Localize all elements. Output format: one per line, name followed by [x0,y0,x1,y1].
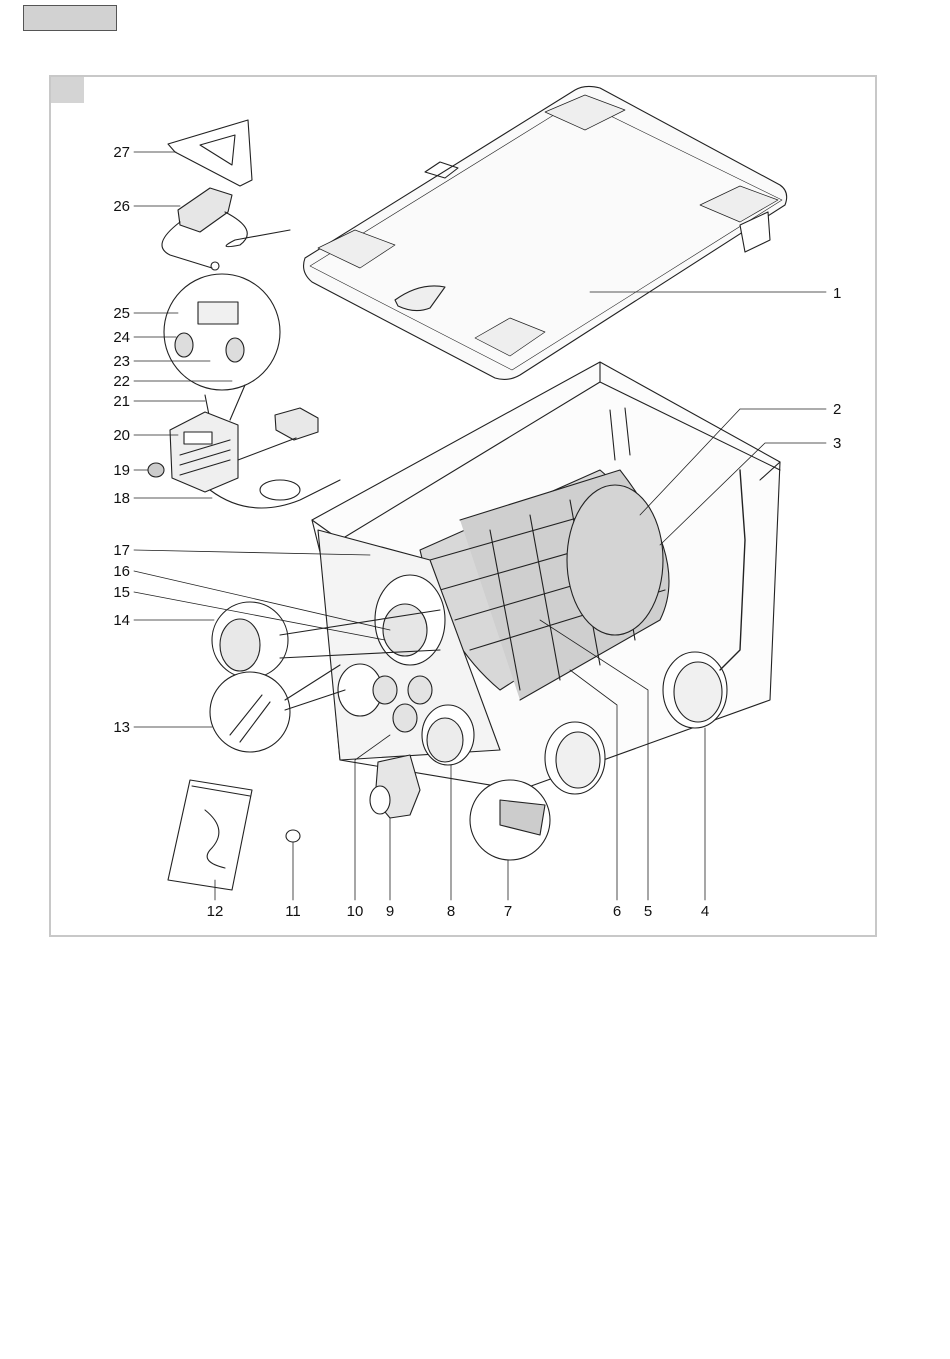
callout-4: 4 [701,903,709,920]
callout-15: 15 [113,584,130,601]
callout-23: 23 [113,353,130,370]
callout-1: 1 [833,285,841,302]
outlet-flange-lower [545,722,605,794]
callout-20: 20 [113,427,130,444]
cap-part [148,463,164,477]
callout-7: 7 [504,903,512,920]
callout-10: 10 [347,903,364,920]
callout-13: 13 [113,719,130,736]
callout-3: 3 [833,435,841,452]
o-ring [286,830,300,842]
callout-18: 18 [113,490,130,507]
power-supply-unit [162,188,290,270]
outlet-flange [663,652,727,728]
callout-16: 16 [113,563,130,580]
callout-25: 25 [113,305,130,322]
callout-22: 22 [113,373,130,390]
mounting-bracket [168,120,252,186]
callout-5: 5 [644,903,652,920]
callout-26: 26 [113,198,130,215]
slide-valve [370,755,420,818]
callout-27: 27 [113,144,130,161]
detail-circle-seal [210,665,345,752]
callout-2: 2 [833,401,841,418]
callout-17: 17 [113,542,130,559]
callout-19: 19 [113,462,130,479]
controller-unit [170,412,238,492]
accessory-bag [168,780,252,890]
callout-6: 6 [613,903,621,920]
callout-21: 21 [113,393,130,410]
detail-circle-control [164,274,280,420]
detail-circle-brush [470,780,550,860]
callout-8: 8 [447,903,455,920]
lid-part [304,86,787,379]
callout-14: 14 [113,612,130,629]
callout-12: 12 [207,903,224,920]
callout-24: 24 [113,329,130,346]
callout-9: 9 [386,903,394,920]
callout-11: 11 [285,903,301,920]
